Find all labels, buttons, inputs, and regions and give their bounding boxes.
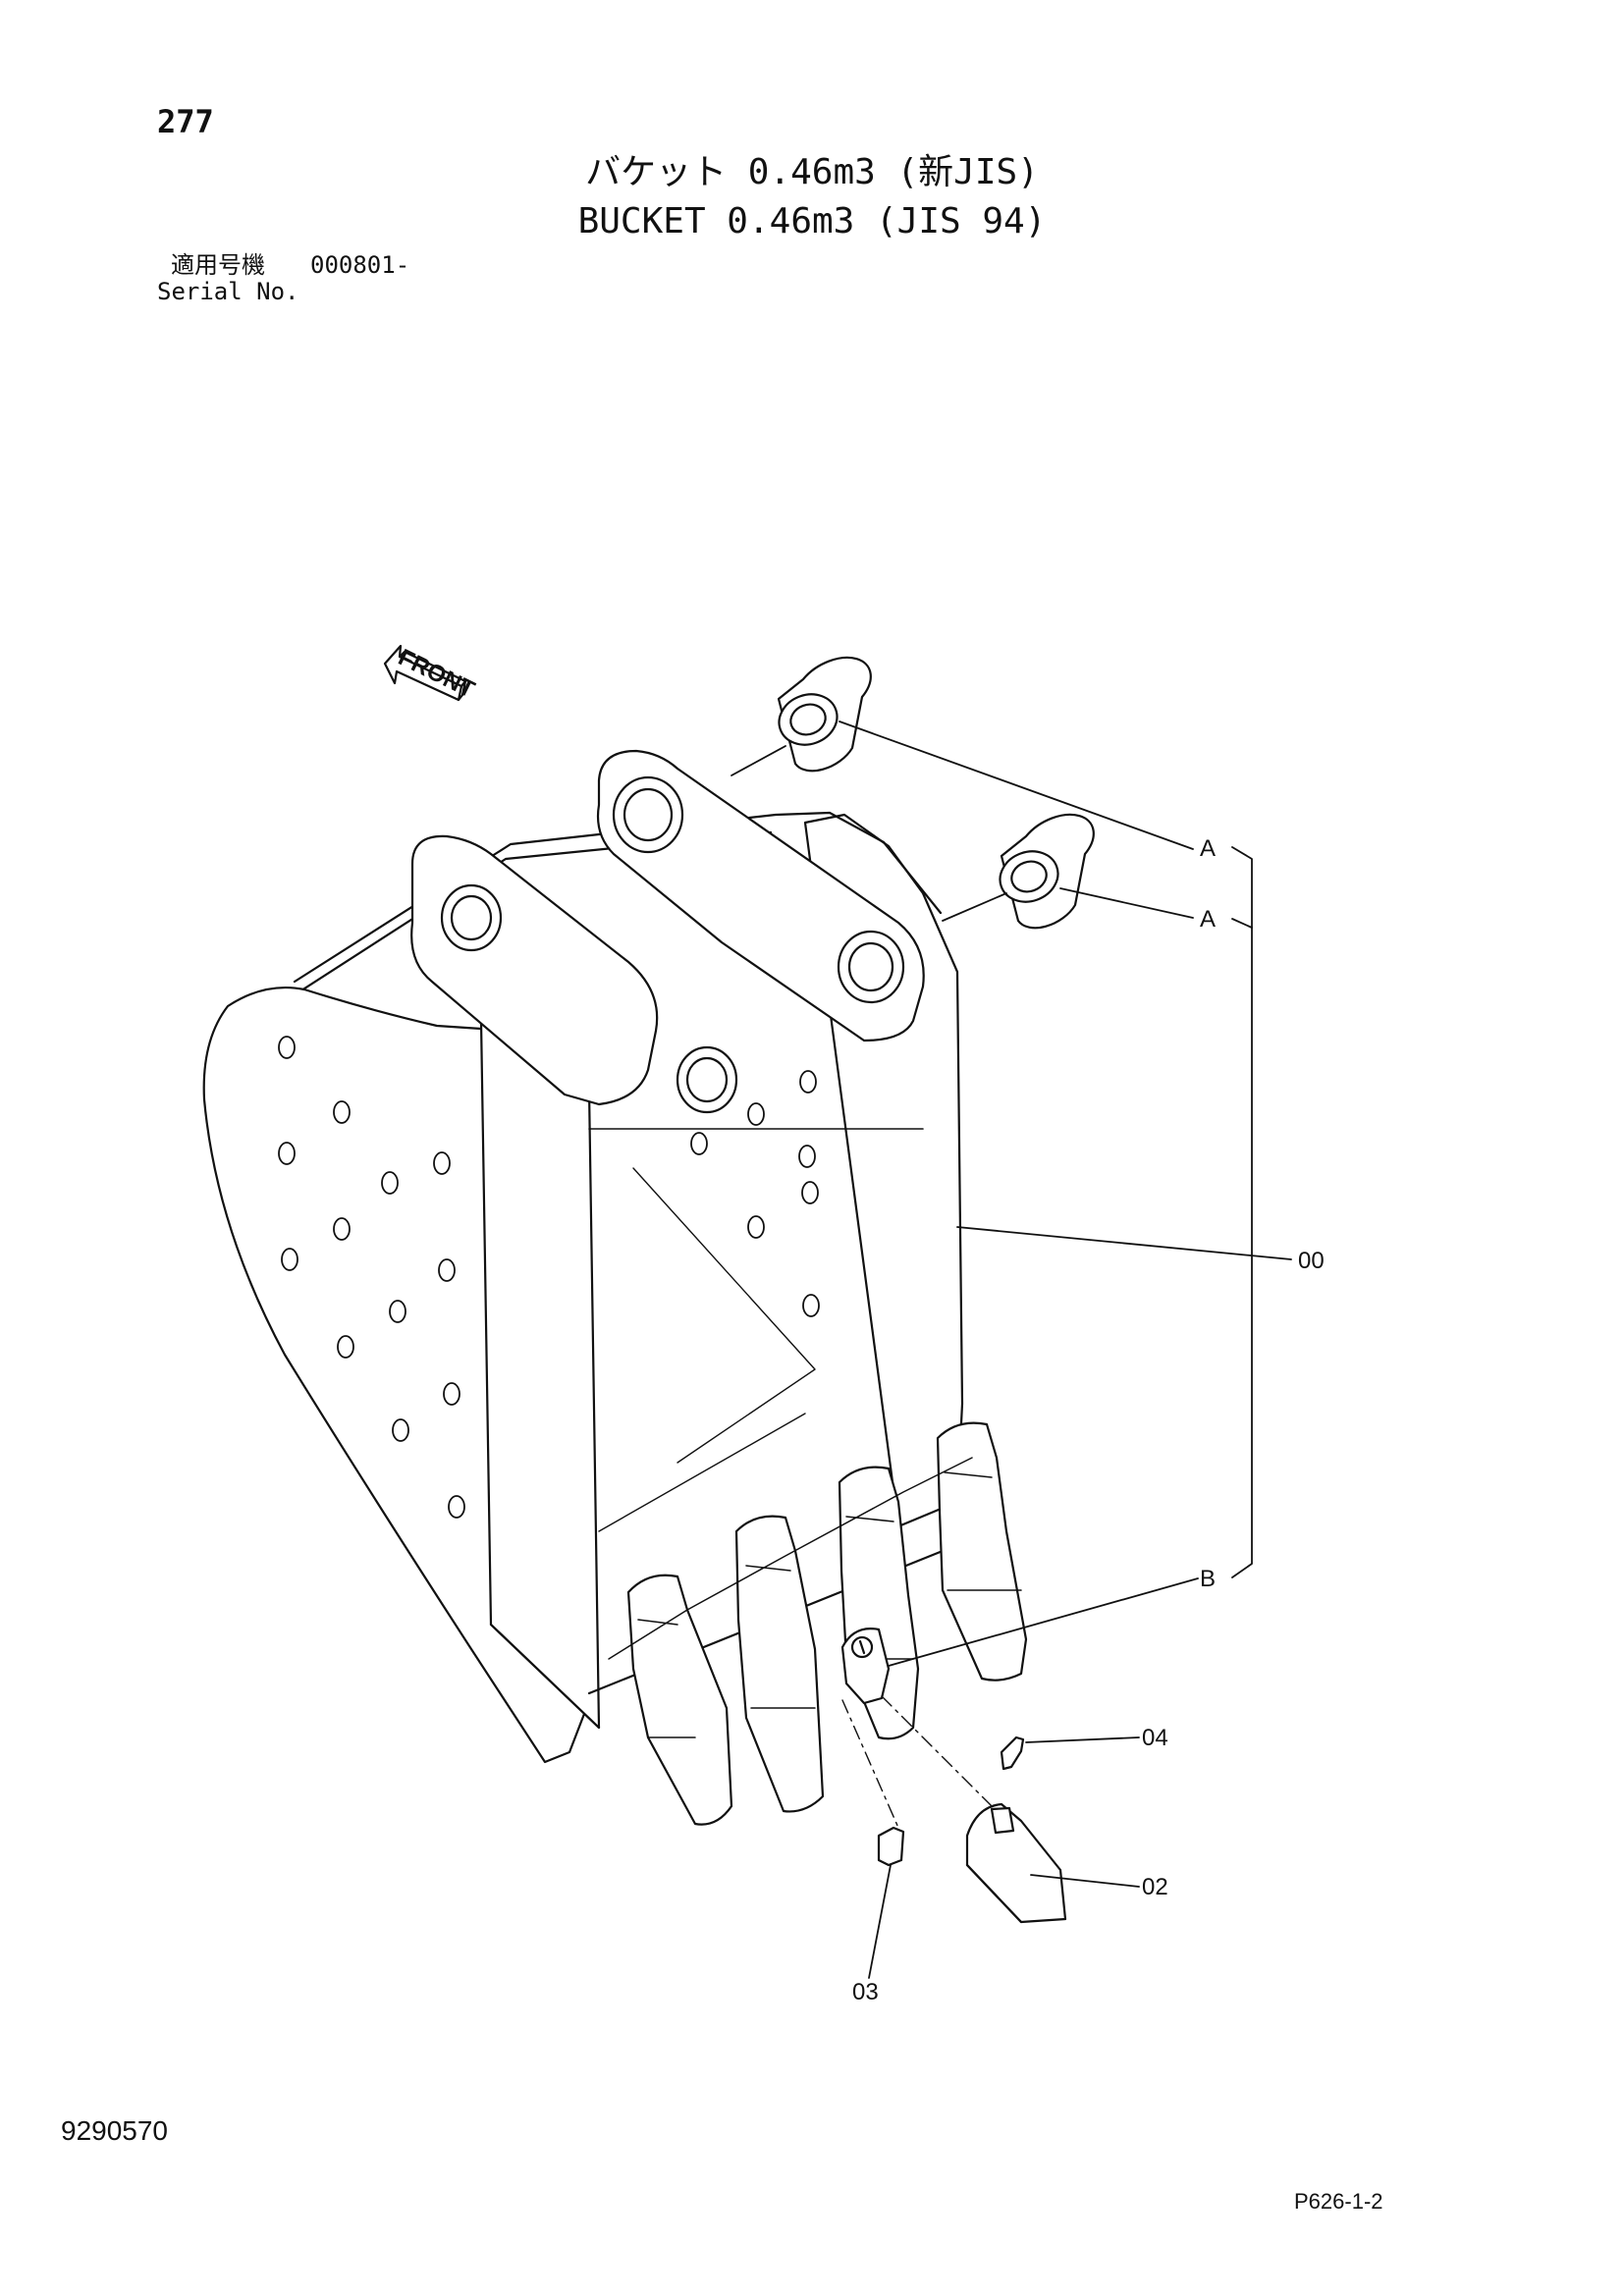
- tooth-pin-assembly: [840, 1628, 891, 1705]
- serial-label-japanese: 適用号機: [171, 251, 265, 279]
- title-japanese: バケット 0.46m3 (新JIS): [585, 152, 1039, 192]
- callout-03: 03: [852, 1979, 879, 2005]
- bucket-boss-right: [596, 749, 925, 1042]
- callout-02: 02: [1142, 1874, 1168, 1900]
- bushing-lower: [999, 813, 1095, 930]
- part-03-pin: [877, 1826, 905, 1867]
- serial-range: 000801-: [310, 251, 410, 279]
- callout-a-lower: A: [1200, 906, 1216, 933]
- bucket-teeth: [608, 1421, 1028, 1826]
- part-04-lock: [1000, 1735, 1025, 1771]
- serial-label-english: Serial No.: [157, 278, 299, 305]
- title-english: BUCKET 0.46m3 (JIS 94): [577, 201, 1047, 241]
- callout-00: 00: [1298, 1248, 1325, 1274]
- side-plate-holes: [278, 1036, 820, 1519]
- bucket-boss-left: [410, 834, 738, 1114]
- page-number: 277: [157, 103, 214, 140]
- part-02-tooth-point: [965, 1802, 1067, 1924]
- bushing-upper: [777, 656, 872, 773]
- front-label: FRONT: [394, 644, 478, 704]
- callout-04: 04: [1142, 1725, 1168, 1751]
- document-number: 9290570: [61, 2115, 169, 2146]
- callout-b: B: [1200, 1566, 1216, 1592]
- callout-a-upper: A: [1200, 835, 1216, 862]
- front-arrow-icon: FRONT: [383, 644, 479, 704]
- assembly-centerlines: [841, 1695, 995, 1829]
- leader-lines: [731, 721, 1292, 1979]
- page-code: P626-1-2: [1294, 2189, 1383, 2214]
